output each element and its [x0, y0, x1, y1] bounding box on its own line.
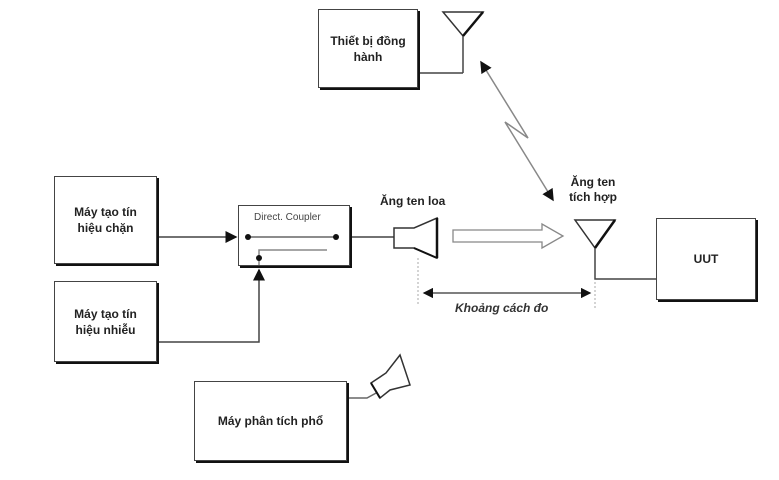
- spectrum-analyzer-label: Máy phân tích phổ: [217, 414, 324, 428]
- companion-antenna-icon: [418, 11, 485, 74]
- horn-antenna-icon: [393, 216, 439, 260]
- analyzer-horn-icon: [347, 353, 411, 400]
- companion-device-label: Thiết bị đồng hành: [330, 33, 406, 64]
- horn-antenna-label: Ăng ten loa: [380, 194, 446, 208]
- direct-coupler-box: [238, 205, 350, 266]
- coupler-internal-lines: [245, 234, 339, 266]
- distance-guides: [417, 258, 596, 308]
- transmission-arrow: [452, 222, 565, 250]
- blocking-signal-generator-box: Máy tạo tín hiệu chặn: [54, 176, 157, 264]
- spectrum-analyzer-box: Máy phân tích phổ: [194, 381, 347, 461]
- uut-label: UUT: [693, 252, 719, 266]
- blocking-signal-generator-label: Máy tạo tín hiệu chặn: [74, 205, 137, 235]
- integrated-antenna-icon: [573, 219, 656, 280]
- connector-noise-to-coupler: [157, 268, 265, 343]
- noise-signal-generator-label: Máy tạo tín hiệu nhiễu: [74, 306, 137, 337]
- companion-device-box: Thiết bị đồng hành: [318, 9, 418, 88]
- wireless-link-arrow: [480, 60, 554, 202]
- noise-signal-generator-box: Máy tạo tín hiệu nhiễu: [54, 281, 157, 362]
- direct-coupler-label: Direct. Coupler: [254, 212, 321, 223]
- uut-box: UUT: [656, 218, 756, 300]
- measurement-distance-label: Khoảng cách đo: [455, 301, 549, 315]
- integrated-antenna-label: Ăng ten tích hợp: [569, 175, 617, 204]
